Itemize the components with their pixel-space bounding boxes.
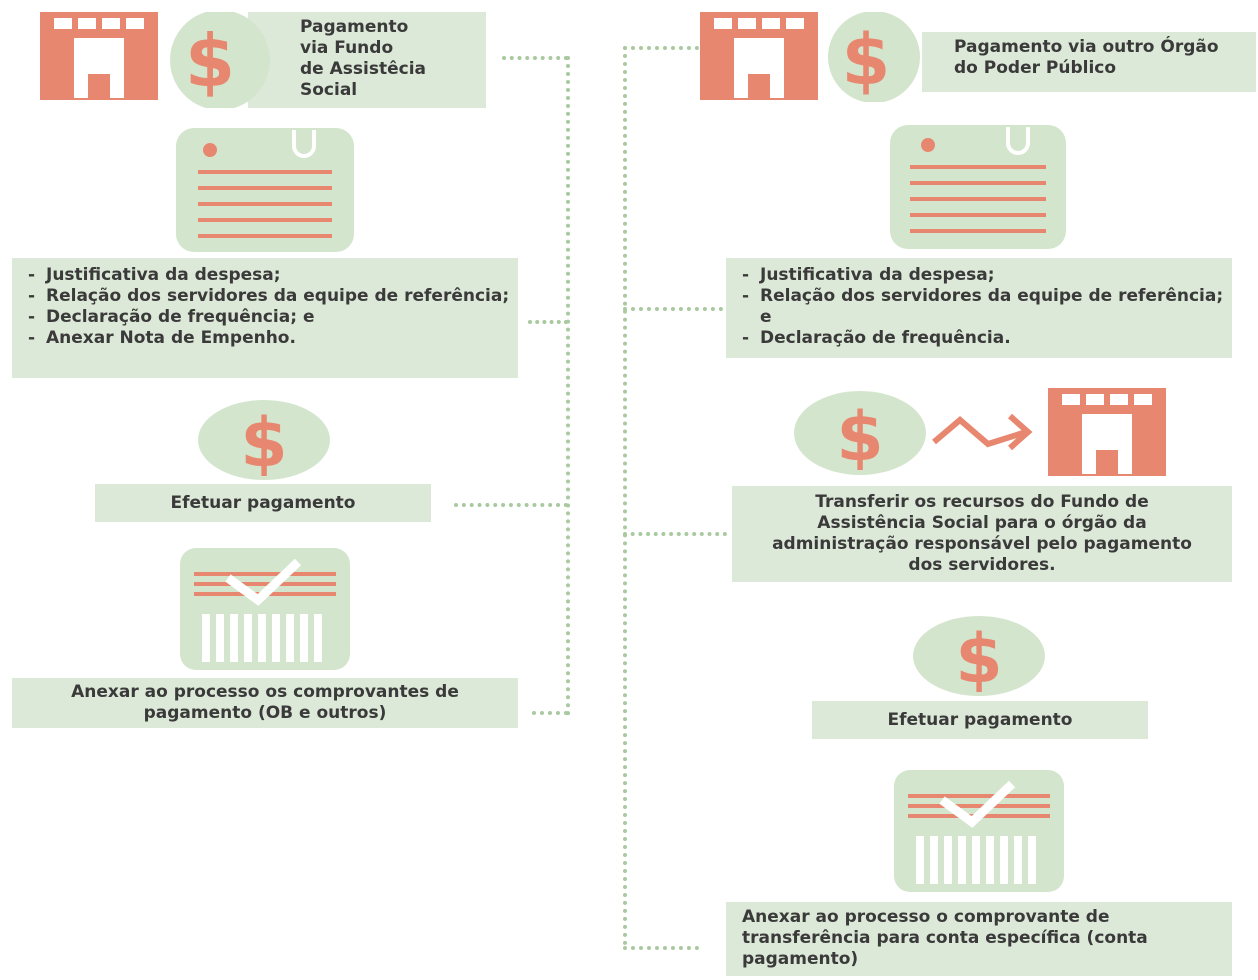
list-item: Justificativa da despesa; bbox=[20, 265, 510, 286]
dollar-coin-icon: $ bbox=[170, 12, 270, 108]
dollar-coin-icon: $ bbox=[913, 616, 1045, 696]
list-item: Declaração de frequência. bbox=[734, 328, 1224, 349]
clipboard-document-icon bbox=[176, 128, 354, 252]
right-header-box bbox=[922, 32, 1256, 92]
left-attach-box: Anexar ao processo os comprovantes de pa… bbox=[12, 678, 518, 728]
left-header-label: Pagamento via Fundo de Assistêcia Social bbox=[300, 17, 426, 100]
receipt-check-icon bbox=[894, 770, 1064, 892]
right-connector-vertical bbox=[623, 46, 627, 946]
left-connector-attach bbox=[532, 711, 568, 715]
dollar-coin-icon: $ bbox=[828, 12, 920, 102]
left-documents-box: Justificativa da despesa; Relação dos se… bbox=[12, 258, 518, 378]
right-connector-attach bbox=[623, 946, 699, 950]
receipt-check-icon bbox=[180, 548, 350, 670]
svg-text:$: $ bbox=[955, 620, 1002, 696]
svg-text:$: $ bbox=[185, 19, 235, 103]
right-connector-header bbox=[623, 46, 699, 50]
svg-text:$: $ bbox=[842, 19, 891, 101]
left-pay-box: Efetuar pagamento bbox=[95, 484, 431, 522]
right-transfer-box: Transferir os recursos do Fundo de Assis… bbox=[732, 486, 1232, 582]
right-connector-transfer bbox=[623, 532, 727, 536]
clipboard-document-icon bbox=[890, 125, 1066, 249]
transfer-arrow-icon bbox=[932, 413, 1033, 451]
left-connector-vertical bbox=[566, 56, 570, 716]
list-item: Declaração de frequência; e bbox=[20, 307, 510, 328]
svg-text:$: $ bbox=[836, 398, 883, 476]
right-header-label: Pagamento via outro Órgão do Poder Públi… bbox=[954, 37, 1219, 78]
right-pay-box: Efetuar pagamento bbox=[812, 701, 1148, 739]
list-item: Relação dos servidores da equipe de refe… bbox=[734, 286, 1224, 328]
left-connector-documents bbox=[528, 320, 568, 324]
dollar-coin-icon: $ bbox=[794, 391, 926, 476]
building-icon bbox=[700, 12, 818, 100]
building-icon bbox=[1048, 388, 1166, 476]
left-connector-pay bbox=[454, 503, 568, 507]
dollar-coin-icon: $ bbox=[198, 400, 330, 480]
right-connector-documents bbox=[623, 307, 723, 311]
list-item: Anexar Nota de Empenho. bbox=[20, 328, 510, 349]
list-item: Justificativa da despesa; bbox=[734, 265, 1224, 286]
right-documents-box: Justificativa da despesa; Relação dos se… bbox=[726, 258, 1232, 358]
list-item: Relação dos servidores da equipe de refe… bbox=[20, 286, 510, 307]
svg-text:$: $ bbox=[240, 404, 287, 480]
left-header-box bbox=[248, 12, 486, 108]
left-connector-header bbox=[502, 56, 568, 60]
right-attach-box: Anexar ao processo o comprovante de tran… bbox=[726, 902, 1232, 976]
building-icon bbox=[40, 12, 158, 100]
